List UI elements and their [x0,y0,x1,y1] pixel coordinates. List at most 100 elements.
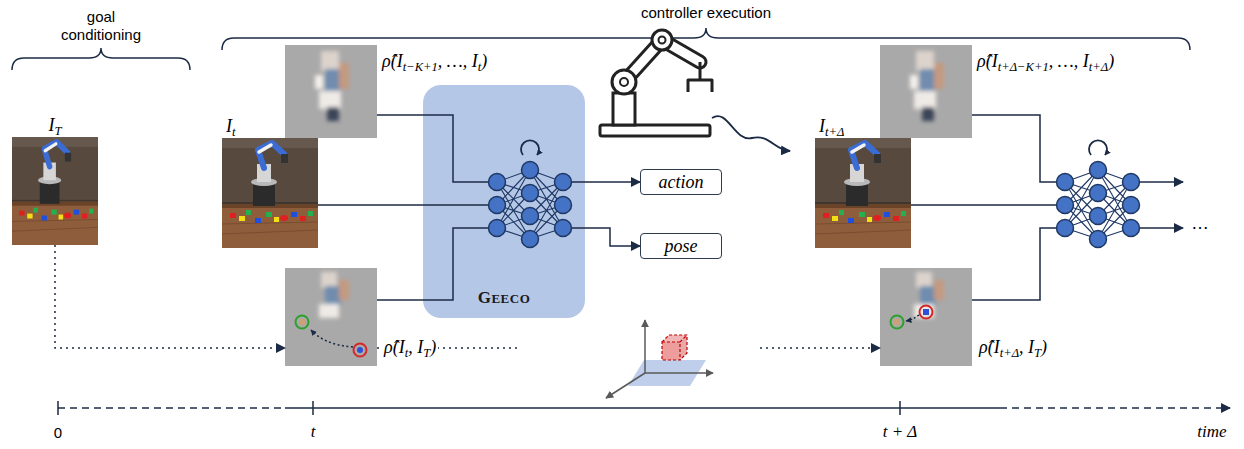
coordinate-frame-icon [606,320,713,398]
keypoint-markers [296,306,933,357]
node-label: pose [665,236,698,256]
node-label: t+Δ [825,125,844,139]
node-label: I [417,337,423,357]
annotation: … [1191,214,1209,232]
annotation: t [311,422,316,442]
next-step-network [1140,227,1183,229]
timeline [58,401,900,415]
timeline [58,407,285,409]
robot-arm-icon [659,37,666,44]
node-label: T [423,346,430,360]
coordinate-frame-icon [662,335,687,360]
connector [377,114,423,116]
node-label: , …, [1049,51,1083,71]
keypoint-markers [906,315,919,321]
robot-arm-icon [600,125,710,136]
annotation: t + Δ [883,422,918,442]
node-label: T [54,124,61,138]
node-label: It [226,115,236,137]
connector [377,347,880,349]
next-step-network [911,115,1056,300]
node-label: t+Δ [1089,60,1108,74]
keypoint-markers [920,306,933,319]
node-label: I [819,116,825,136]
node-label: , …, [438,51,472,71]
keypoint-markers [923,309,929,315]
node-label: , [408,337,417,357]
node-label: I [992,51,998,71]
connector [585,181,640,183]
keypoint-markers [894,319,900,325]
image-panel: ρ̂(It−K+1, …, It) [285,45,377,138]
image-stack [880,268,972,366]
node-label: I [48,115,54,135]
image-stack [880,45,972,138]
timeline [58,401,1230,415]
model-box: GEECO [423,85,585,318]
wire [572,227,585,229]
connector [585,228,640,246]
node-label: GEECO [423,288,585,308]
bracket [12,48,190,70]
coordinate-frame-icon [662,342,680,360]
annotation: 0 [54,424,62,442]
keypoint-markers [299,319,305,325]
wire [423,204,488,206]
node-label: ρ̂(It+Δ−K+1, …, It+Δ) [977,50,1114,72]
node-label: I [399,337,405,357]
node-label: t−K+1 [403,60,438,74]
node-label: IT [48,114,61,136]
node-label: I [1028,337,1034,357]
image-panel: ρ̂(It+Δ−K+1, …, It+Δ) [880,45,972,138]
node-label: t+Δ−K+1 [998,60,1049,74]
next-step-network [1140,181,1183,183]
robot-arm-icon [620,78,628,86]
annotation: t + [883,422,908,441]
node-label: I [226,116,232,136]
node-label: ) [1108,51,1114,71]
robot-arm-icon [613,93,635,125]
wire [572,181,585,183]
image-stack [12,45,972,366]
output-box: action [640,169,722,195]
node-label: t+Δ [1000,346,1019,360]
node-label: action [659,172,704,192]
node-label: ) [1041,337,1047,357]
wire [423,115,488,182]
image-panel: ρ̂(It, IT) [285,268,377,366]
node-label: I [397,51,403,71]
connector [318,204,423,206]
node-label: ρ̂( [382,51,397,71]
network-icon [423,85,585,318]
node-label: ρ̂( [979,337,994,357]
connector [377,299,423,301]
image-stack [285,45,377,138]
node-label: ) [481,51,487,71]
image-stack [222,138,318,248]
node-label: T [1034,346,1041,360]
keypoint-markers [296,316,309,329]
neural-network-icon [489,140,572,247]
next-step-network [1057,140,1140,247]
image-stack [285,268,377,366]
annotation: time [1197,422,1226,442]
node-label: ) [430,337,436,357]
node-label: ρ̂(It+Δ, IT) [977,336,1049,358]
keypoint-markers [891,316,904,329]
annotation: goal conditioning [51,8,151,44]
node-label: It+Δ [819,115,844,137]
node-label: t [405,346,409,360]
keypoint-markers [311,330,353,347]
node-label: ρ̂(It, IT) [382,336,438,358]
annotation: controller execution [641,4,771,22]
keypoint-markers [354,344,367,357]
keypoint-markers [357,347,363,353]
node-label: , [1019,337,1028,357]
robot-arm-icon [712,116,790,151]
node-label: ρ̂( [977,51,992,71]
coordinate-frame-icon [644,320,646,373]
node-label: I [994,337,1000,357]
image-stack [815,138,911,248]
node-label: t [232,125,236,139]
